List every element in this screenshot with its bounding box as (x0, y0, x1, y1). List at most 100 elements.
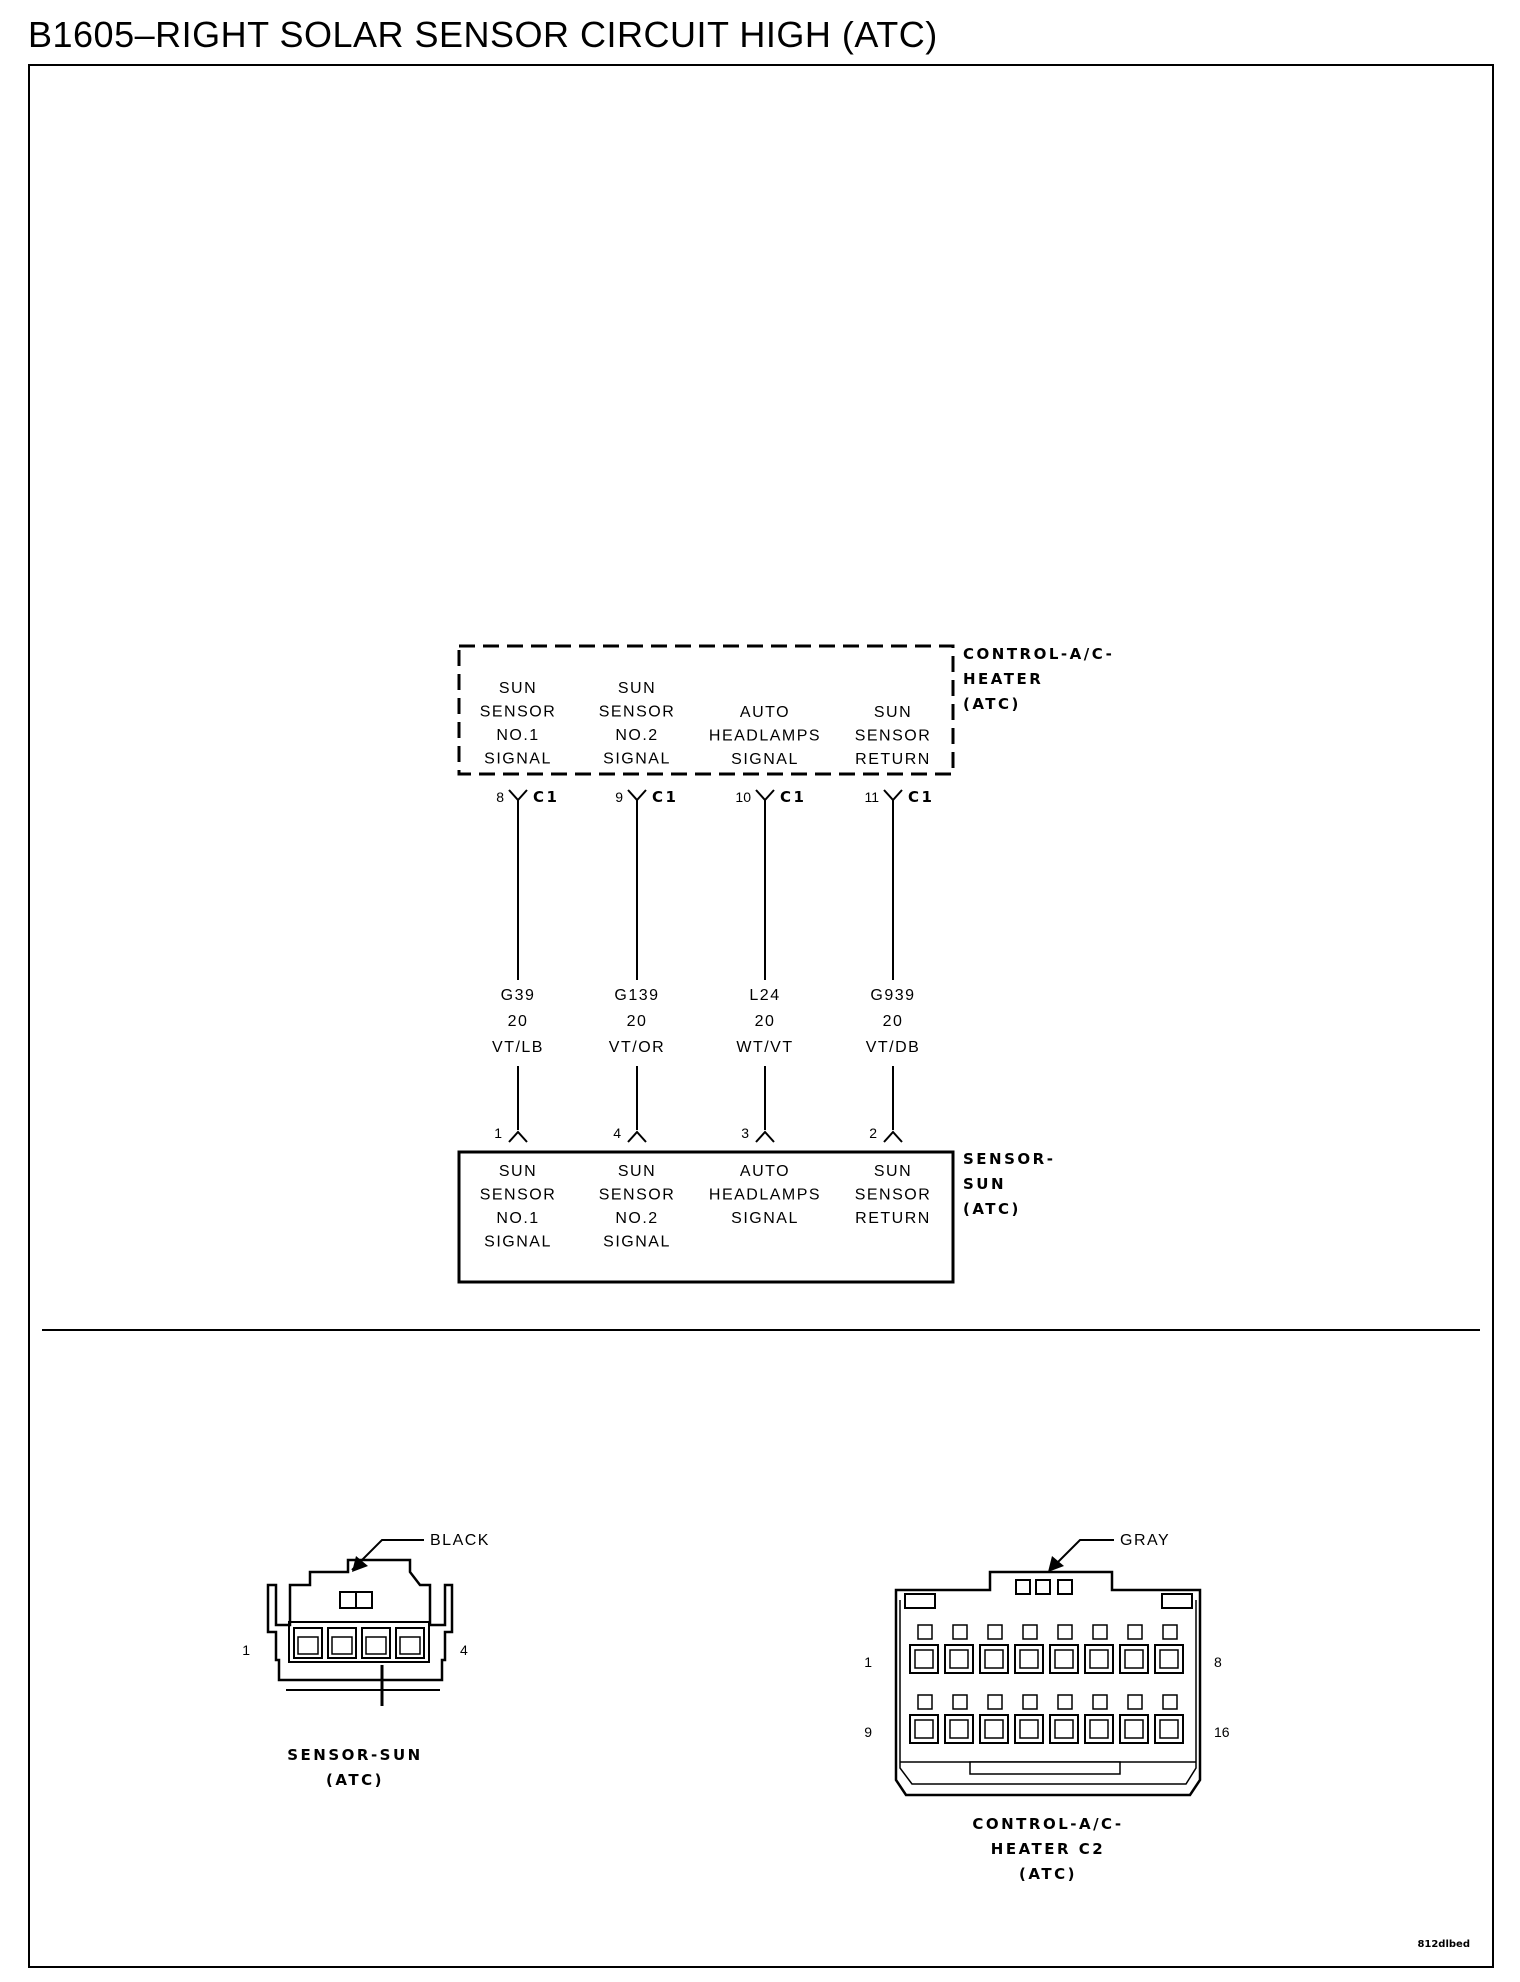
wire-gauge-label: 20 (627, 1013, 648, 1030)
wire-color-label: WT/VT (736, 1039, 793, 1056)
control-c2-terminal (914, 1649, 934, 1669)
control-c2-terminal (949, 1649, 969, 1669)
control-c2-cavity-lock (1092, 1624, 1108, 1640)
sensor-terminal-symbol (627, 1130, 647, 1143)
control-c2-top-key (1015, 1579, 1031, 1595)
control-c2-base-rail (969, 1761, 1121, 1775)
control-module-name-line: HEATER (963, 670, 1043, 688)
control-c2-terminal (1019, 1649, 1039, 1669)
sensor-pin-number: 3 (741, 1125, 749, 1141)
wire-circuit-label: L24 (749, 987, 780, 1004)
control-c2-pin-label: 1 (864, 1654, 872, 1670)
sensor-name-line: SENSOR- (963, 1150, 1055, 1168)
sensor-function-label: NO.1 (496, 1210, 539, 1227)
control-c2-terminal (1089, 1719, 1109, 1739)
control-pin-number: 10 (735, 789, 751, 805)
control-c2-cavity-lock (1057, 1624, 1073, 1640)
sensor-function-label: SUN (618, 1163, 656, 1180)
control-c2-cavity-lock (952, 1694, 968, 1710)
control-c2-terminal (1124, 1719, 1144, 1739)
sensor-function-label: AUTO (740, 1163, 790, 1180)
control-module-name-line: CONTROL-A/C- (963, 645, 1114, 663)
control-pin-number: 11 (864, 789, 879, 805)
sensor-connector-cavity-row (288, 1621, 430, 1663)
control-c2-top-key (1035, 1579, 1051, 1595)
wire-color-label: VT/OR (609, 1039, 665, 1056)
connector-fork-symbol (508, 789, 528, 802)
control-c2-cavity-lock (987, 1694, 1003, 1710)
control-function-label: NO.1 (496, 727, 539, 744)
control-function-label: SENSOR (480, 704, 557, 721)
control-c2-cavity-lock (1162, 1624, 1178, 1640)
control-c2-terminal (1089, 1649, 1109, 1669)
wire-color-label: VT/DB (866, 1039, 921, 1056)
sensor-connector-terminal (331, 1636, 353, 1655)
sensor-connector-terminal (365, 1636, 387, 1655)
sensor-function-label: SENSOR (599, 1187, 676, 1204)
sensor-connector-terminal (297, 1636, 319, 1655)
connector-c1-label: C1 (908, 788, 934, 806)
wire-circuit-label: G139 (614, 987, 659, 1004)
control-c2-cavity-lock (987, 1624, 1003, 1640)
sensor-function-label: SUN (499, 1163, 537, 1180)
control-function-label: AUTO (740, 704, 790, 721)
control-c2-pin-label: 9 (864, 1724, 872, 1740)
control-c2-caption: CONTROL-A/C- (972, 1815, 1123, 1833)
control-c2-terminal (1054, 1719, 1074, 1739)
control-function-label: SIGNAL (603, 751, 671, 768)
control-function-label: SUN (618, 680, 656, 697)
control-function-label: SIGNAL (484, 751, 552, 768)
sensor-pin-number: 4 (613, 1125, 621, 1141)
control-c2-cavity-lock (917, 1694, 933, 1710)
control-function-label: HEADLAMPS (709, 728, 821, 745)
control-c2-cavity-lock (1162, 1694, 1178, 1710)
control-c2-cavity-lock (1092, 1694, 1108, 1710)
sensor-view-pin-first: 1 (242, 1642, 250, 1658)
control-c2-terminal (984, 1649, 1004, 1669)
control-c2-color-label: GRAY (1120, 1532, 1170, 1549)
control-c2-pin-label: 16 (1214, 1724, 1230, 1740)
sensor-function-label: SUN (874, 1163, 912, 1180)
connector-fork-symbol (755, 789, 775, 802)
control-c2-cavity-lock (1057, 1694, 1073, 1710)
control-c2-terminal (1019, 1719, 1039, 1739)
sensor-view-caption: SENSOR-SUN (287, 1746, 422, 1764)
control-c2-terminal (949, 1719, 969, 1739)
control-c2-color-leader (1049, 1539, 1114, 1571)
sensor-function-label: HEADLAMPS (709, 1187, 821, 1204)
connector-fork-symbol (883, 789, 903, 802)
sensor-function-label: RETURN (855, 1210, 931, 1227)
sensor-terminal-symbol (508, 1130, 528, 1143)
sensor-name-line: SUN (963, 1175, 1006, 1193)
control-module-box (457, 644, 955, 776)
connector-c1-label: C1 (533, 788, 559, 806)
sensor-color-label: BLACK (430, 1532, 490, 1549)
control-c2-cavity-lock (1022, 1624, 1038, 1640)
control-c2-inner-outline (899, 1600, 1197, 1785)
sensor-pin-number: 2 (869, 1125, 877, 1141)
control-function-label: SENSOR (599, 704, 676, 721)
control-c2-terminal (914, 1719, 934, 1739)
control-c2-terminal (1124, 1649, 1144, 1669)
control-c2-top-key (1057, 1579, 1073, 1595)
sensor-pin-number: 1 (494, 1125, 502, 1141)
control-function-label: SIGNAL (731, 751, 799, 768)
sensor-name-line: (ATC) (963, 1200, 1021, 1218)
sensor-color-arrow (352, 1556, 368, 1572)
wire-circuit-label: G39 (501, 987, 536, 1004)
control-c2-side-latch (1161, 1593, 1193, 1609)
control-c2-terminal (1054, 1649, 1074, 1669)
control-module-name-line: (ATC) (963, 695, 1021, 713)
sensor-function-label: SENSOR (855, 1187, 932, 1204)
sensor-terminal-symbol (755, 1130, 775, 1143)
connector-c1-label: C1 (652, 788, 678, 806)
sensor-function-label: NO.2 (615, 1210, 658, 1227)
control-function-label: SUN (874, 704, 912, 721)
wire-circuit-label: G939 (870, 987, 915, 1004)
control-function-label: NO.2 (615, 727, 658, 744)
control-c2-cavity-lock (917, 1624, 933, 1640)
control-c2-side-latch (904, 1593, 936, 1609)
control-c2-terminal (1159, 1719, 1179, 1739)
wire-gauge-label: 20 (883, 1013, 904, 1030)
